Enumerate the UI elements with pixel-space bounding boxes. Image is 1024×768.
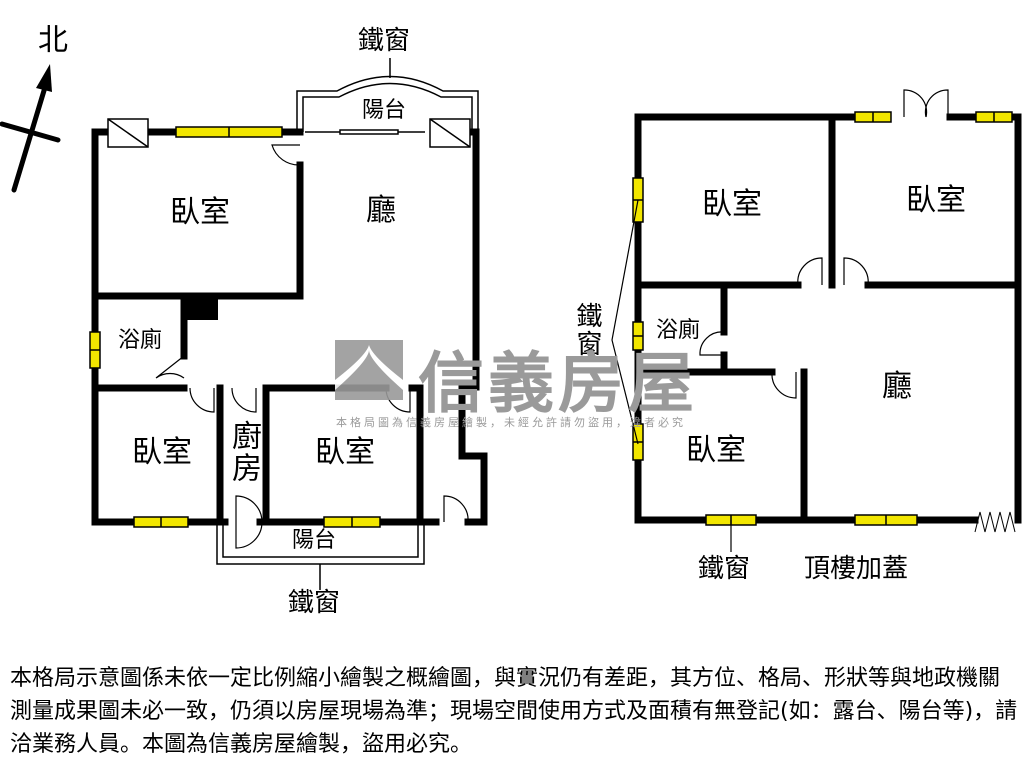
ac-unit-icon	[107, 118, 471, 148]
room-bedroom: 臥室	[686, 433, 746, 468]
leader-line	[611, 199, 732, 552]
room-living: 廳	[366, 193, 396, 228]
room-bathroom: 浴廁	[656, 318, 701, 343]
iron-window-label: 鐵窗	[288, 588, 341, 618]
watermark-notice: 本格局圖為信義房屋繪製，未經允許請勿盜用，違者必究	[336, 416, 686, 429]
iron-window-label: 鐵窗	[698, 554, 751, 584]
rooftop-zigzag	[974, 511, 1016, 533]
room-bedroom: 臥室	[702, 187, 762, 222]
door-swing-icon	[699, 89, 949, 399]
room-kitchen: 廚房	[226, 420, 261, 484]
north-arrow-icon	[0, 64, 61, 193]
watermark-logo-icon	[335, 340, 403, 400]
balcony-outline	[216, 522, 425, 590]
room-bathroom: 浴廁	[118, 328, 163, 353]
room-bedroom: 臥室	[906, 183, 966, 218]
room-bedroom: 臥室	[170, 195, 230, 230]
window-icon	[89, 126, 381, 528]
disclaimer-text: 本格局示意圖係未依一定比例縮小繪製之概繪圖，與實況仍有差距，其方位、格局、形狀等…	[10, 666, 1018, 757]
balcony-label: 陽台	[362, 98, 407, 123]
watermark-brand: 信義房屋	[418, 345, 698, 422]
iron-window-label: 鐵窗	[572, 302, 602, 358]
balcony-outline	[296, 58, 479, 135]
room-living: 廳	[882, 369, 912, 404]
balcony-label: 陽台	[292, 528, 337, 553]
north-label: 北	[38, 23, 68, 58]
rooftop-addition-label: 頂樓加蓋	[804, 554, 909, 584]
iron-window-label: 鐵窗	[358, 26, 411, 56]
room-bedroom: 臥室	[315, 435, 375, 470]
room-bedroom: 臥室	[132, 435, 192, 470]
